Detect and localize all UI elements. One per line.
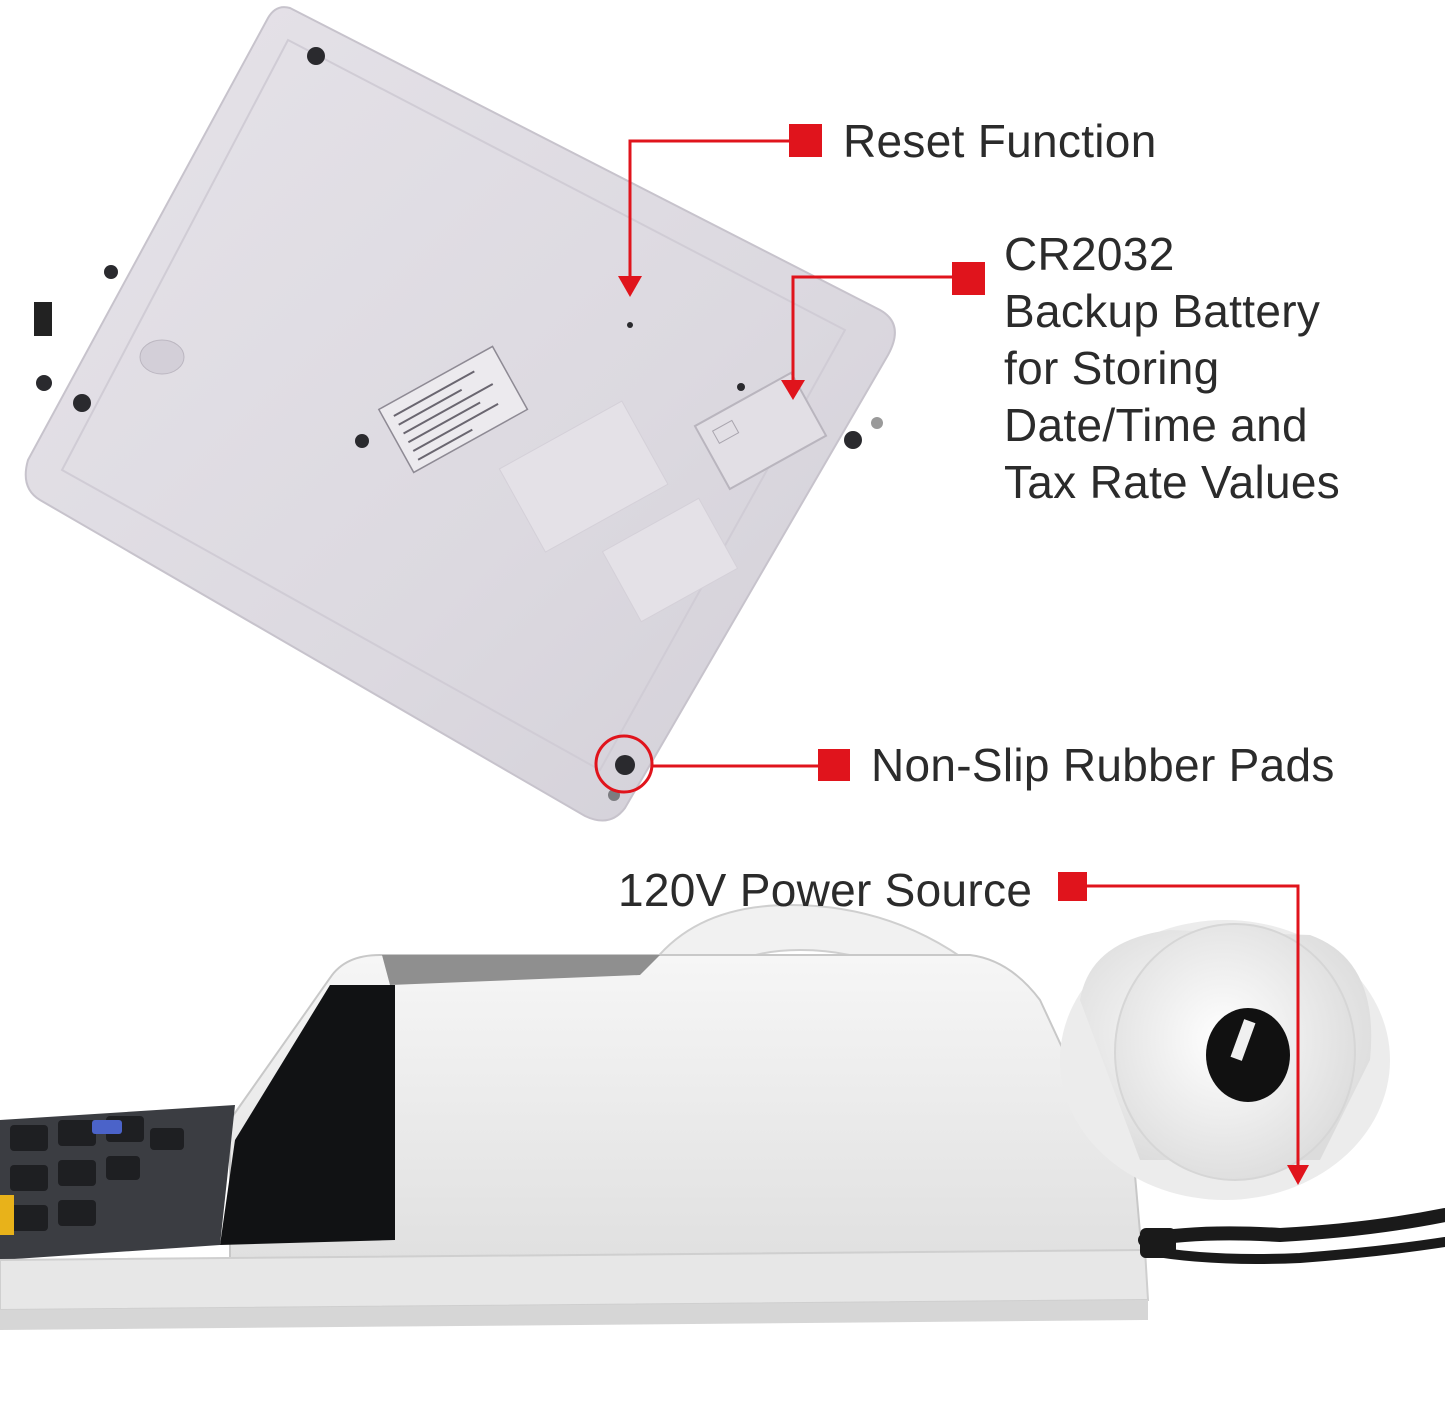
callout-reset-marker [789,124,822,157]
reset-function-label: Reset Function [843,113,1157,170]
power-source-label: 120V Power Source [618,862,1032,919]
reset-function-text: Reset Function [843,115,1157,167]
backup-battery-label: CR2032 Backup Battery for Storing Date/T… [1004,226,1340,511]
battery-line-1: CR2032 [1004,228,1175,280]
paper-roll [1060,920,1390,1200]
callout-power-leader [1058,872,1309,1185]
rubber-pads-label: Non-Slip Rubber Pads [871,737,1335,794]
callout-power-marker [1058,872,1087,901]
battery-line-5: Tax Rate Values [1004,456,1341,508]
callout-pads-marker [818,749,850,781]
battery-line-4: Date/Time and [1004,399,1308,451]
power-source-text: 120V Power Source [618,864,1033,916]
callout-reset-leader [618,124,822,297]
battery-line-2: Backup Battery [1004,285,1321,337]
printing-calculator [0,903,1445,1330]
callout-battery-leader [781,262,985,400]
callout-pads-leader [594,734,850,794]
rubber-pads-text: Non-Slip Rubber Pads [871,739,1335,791]
pad-highlight-ring [594,734,654,794]
callout-battery-marker [952,262,985,295]
calculator-underside [24,6,896,822]
battery-line-3: for Storing [1004,342,1220,394]
